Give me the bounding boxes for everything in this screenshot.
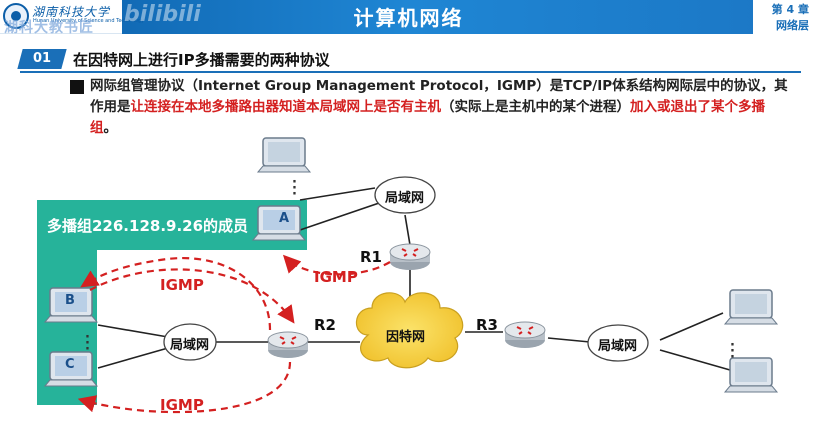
multicast-group-label: 多播组226.128.9.26的成员 <box>47 217 249 235</box>
logo-subtext: Hunan University of Science and Technolo… <box>33 18 145 24</box>
chapter-number: 第 4 章 <box>771 3 809 16</box>
chapter-badge: 第 4 章 网络层 <box>753 0 817 34</box>
lan-label-left: 局域网 <box>170 338 210 353</box>
section-number: 01 <box>32 51 52 66</box>
watermark: 湖科大教书匠 <box>4 20 94 36</box>
ellipsis-dots: ··· <box>730 338 735 365</box>
para-text-1: 网际组管理协议（Internet Group Management Protoc… <box>90 78 788 115</box>
internet-label: 因特网 <box>386 330 426 345</box>
description-paragraph: 网际组管理协议（Internet Group Management Protoc… <box>90 76 790 139</box>
university-seal-icon <box>3 3 29 29</box>
links <box>97 187 731 371</box>
lan-cloud-icon <box>163 323 217 361</box>
igmp-label-r1: IGMP <box>314 268 358 286</box>
header-bar: 湖南科技大学 Hunan University of Science and T… <box>0 0 817 36</box>
para-highlight-1: 让连接在本地多播路由器知道本局域网上是否有主机 <box>130 99 442 115</box>
host-a-label: A <box>279 211 290 226</box>
router-r2-icon <box>267 331 309 358</box>
section-title: 在因特网上进行IP多播需要的两种协议 <box>73 51 330 69</box>
router-r3-label: R3 <box>476 316 498 334</box>
igmp-arrows <box>77 254 391 414</box>
host-c-label: C <box>65 357 75 372</box>
lan-label-top: 局域网 <box>385 191 425 206</box>
router-r2-label: R2 <box>314 316 336 334</box>
ellipsis-dots: ··· <box>85 330 90 357</box>
page-title: 计算机网络 <box>353 6 464 30</box>
para-text-3: 。 <box>103 120 118 136</box>
laptop-icon <box>723 289 779 325</box>
host-b-label: B <box>65 293 75 308</box>
router-r1-label: R1 <box>360 248 382 266</box>
lan-label-right: 局域网 <box>598 339 638 354</box>
lan-cloud-icon <box>587 324 649 362</box>
para-text-2: （实际上是主机中的某个进程） <box>441 99 630 115</box>
chapter-name: 网络层 <box>776 19 809 32</box>
internet-cloud-icon <box>355 292 464 369</box>
laptop-icon <box>256 137 312 173</box>
host-b-laptop-icon <box>43 287 99 323</box>
router-r3-icon <box>504 321 546 348</box>
host-a-laptop-icon <box>251 205 307 241</box>
lan-cloud-icon <box>374 176 436 214</box>
network-diagram: 多播组226.128.9.26的成员 <box>0 130 817 436</box>
bilibili-watermark: bilibili <box>124 2 201 27</box>
laptop-icon <box>723 357 779 393</box>
logo-text: 湖南科技大学 <box>32 5 111 19</box>
logo: 湖南科技大学 Hunan University of Science and T… <box>0 0 144 36</box>
para-highlight-2: 加入或退出了某个多播组 <box>90 99 765 136</box>
bullet-square-icon <box>70 80 84 94</box>
section-divider <box>20 71 801 73</box>
diagram-graphics <box>43 137 779 414</box>
router-r1-icon <box>389 243 431 270</box>
section-number-badge: 01 <box>17 49 67 69</box>
igmp-label-bottom: IGMP <box>160 396 204 414</box>
ellipsis-dots: ··· <box>292 175 297 202</box>
host-c-laptop-icon <box>43 351 99 387</box>
igmp-label-top: IGMP <box>160 276 204 294</box>
